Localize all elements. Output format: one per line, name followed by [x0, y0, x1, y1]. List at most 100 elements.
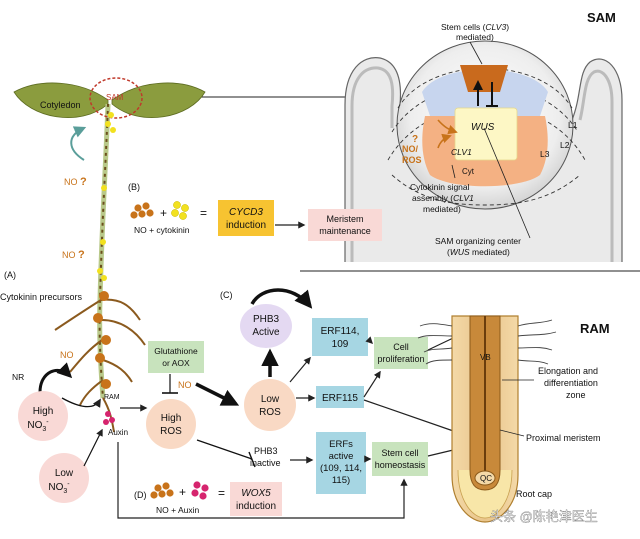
meristem-line1: Meristem: [326, 214, 363, 224]
high-ros-line2: ROS: [160, 426, 182, 437]
proximal-meristem-label: Proximal meristem: [526, 433, 601, 443]
meristem-box: [308, 209, 382, 241]
phb3-inactive-line1: PHB3: [254, 446, 278, 456]
sam-inset: SAM Stem cells (CLV3) mediated) WUS CLV1…: [150, 10, 623, 262]
clv1-label: CLV1: [451, 147, 472, 157]
glutathione-line1: Glutathione: [154, 346, 198, 356]
glutathione-line2: or AOX: [162, 358, 190, 368]
panel-b-label: (B): [128, 182, 140, 192]
stem-cell-zone: [460, 65, 508, 92]
wox5-induction: induction: [236, 501, 276, 512]
root-cap-label: Root cap: [516, 489, 552, 499]
low-ros-line2: ROS: [259, 407, 281, 418]
erfs-active-line2: active: [329, 451, 354, 462]
cytokinin-precursors-label: Cytokinin precursors: [0, 292, 83, 302]
cyt-label: Cyt: [462, 167, 475, 176]
cotyledon-label: Cotyledon: [40, 100, 81, 110]
glutathione-box: [148, 341, 204, 373]
panel-b: + NO + cytokinin = CYCD3 induction Meris…: [130, 200, 382, 241]
nr-label: NR: [12, 372, 24, 382]
phb3-active-line1: PHB3: [253, 314, 280, 325]
layer-l3: L3: [540, 149, 550, 159]
erf115-label: ERF115: [322, 393, 358, 404]
right-cotyledon: [111, 82, 206, 118]
elongation-line1: Elongation and: [538, 366, 598, 376]
low-no3-line1: Low: [55, 468, 74, 479]
sam-title: SAM: [587, 10, 616, 25]
ram-root: RAM VB QC Elongation and differentiation…: [417, 315, 610, 523]
watermark-text: 头条 @陈艳津医生: [490, 509, 598, 524]
sam-ros-label: ROS: [402, 155, 422, 165]
wox5-label: WOX5: [241, 488, 271, 499]
sam-plant-label: SAM: [106, 93, 124, 102]
low-ros-line1: Low: [261, 394, 280, 405]
elongation-line2: differentiation: [544, 378, 598, 388]
cycd3-box: [218, 200, 274, 236]
auxin-dots-d: [191, 481, 209, 500]
left-cotyledon: [13, 82, 109, 118]
low-no3-line2: NO3-: [48, 481, 70, 495]
stem-homeostasis-box: [372, 442, 428, 476]
high-no3-line2: NO3-: [27, 419, 49, 433]
erfs-active-box: [316, 432, 366, 494]
root-system: [54, 298, 146, 433]
blue-zone: [422, 69, 548, 116]
plus-d: +: [179, 485, 186, 499]
auxin-plant-label: Auxin: [108, 428, 128, 437]
elongation-line3: zone: [566, 390, 586, 400]
high-no3-circle: [18, 391, 68, 441]
layer-l1: L1: [568, 120, 578, 130]
phb3-inactive-line2: inactive: [250, 458, 281, 468]
stem-homeo-line1: Stem cell: [381, 448, 418, 458]
cell-prolif-line1: Cell: [393, 342, 409, 352]
phb3-active-circle: [240, 304, 292, 348]
plus-b: +: [160, 206, 167, 220]
erf115-box: [316, 386, 364, 408]
no-dots-d: [150, 482, 174, 499]
low-ros-circle: [244, 379, 296, 431]
vb-label: VB: [480, 353, 491, 362]
cytokinin-signal-label-2: assembly (CLV1: [412, 193, 474, 203]
no-label-stem-1: NO ?: [64, 176, 87, 188]
organizing-center-label-2: (WUS mediated): [447, 247, 510, 257]
inputs-b-label: NO + cytokinin: [134, 225, 190, 235]
erf114-line1: ERF114,: [321, 326, 360, 337]
low-no3-circle: [39, 453, 89, 503]
wus-label: WUS: [471, 122, 495, 133]
stem-cells-label: Stem cells (CLV3): [441, 22, 509, 32]
sam-q-mark: ?: [412, 134, 418, 145]
layer-l2: L2: [560, 140, 570, 150]
no-label-c: NO: [178, 380, 192, 390]
cell-proliferation-box: [374, 337, 428, 369]
no-dots-b: [130, 202, 154, 219]
eq-b: =: [200, 206, 207, 220]
eq-d: =: [218, 486, 225, 500]
panel-a-label: (A): [4, 270, 16, 280]
ram-plant-label: RAM: [104, 394, 120, 401]
erfs-active-line3: (109, 114,: [320, 463, 362, 474]
cell-prolif-line2: proliferation: [377, 354, 424, 364]
erfs-active-line1: ERFs: [329, 439, 353, 450]
cycd3-induction: induction: [226, 220, 266, 231]
sam-no-label: NO/: [402, 144, 419, 154]
ram-title: RAM: [580, 321, 610, 336]
root-hairs: [417, 319, 557, 365]
qc-cells: [474, 470, 496, 486]
panel-c-label: (C): [220, 290, 233, 300]
organizing-center-label: SAM organizing center: [435, 236, 521, 246]
cycd3-label: CYCD3: [229, 207, 263, 218]
curved-arrow: [70, 126, 87, 161]
stem-homeo-line2: homeostasis: [375, 460, 426, 470]
high-ros-line1: High: [161, 413, 182, 424]
erf114-line2: 109: [332, 339, 349, 350]
cytokinin-signal-label-3: mediated): [423, 204, 461, 214]
meristem-line2: maintenance: [319, 226, 371, 236]
sam-highlight-circle: [89, 77, 143, 119]
high-ros-circle: [146, 399, 196, 449]
erfs-active-line4: 115): [332, 475, 350, 486]
no-label-stem-2: NO ?: [62, 249, 85, 261]
stem-cells-label-2: mediated): [456, 32, 494, 42]
plant-illustration: Cotyledon SAM NO ? NO ? RAM Auxin Cytoki…: [0, 77, 206, 503]
panel-d-label: (D): [134, 490, 147, 500]
